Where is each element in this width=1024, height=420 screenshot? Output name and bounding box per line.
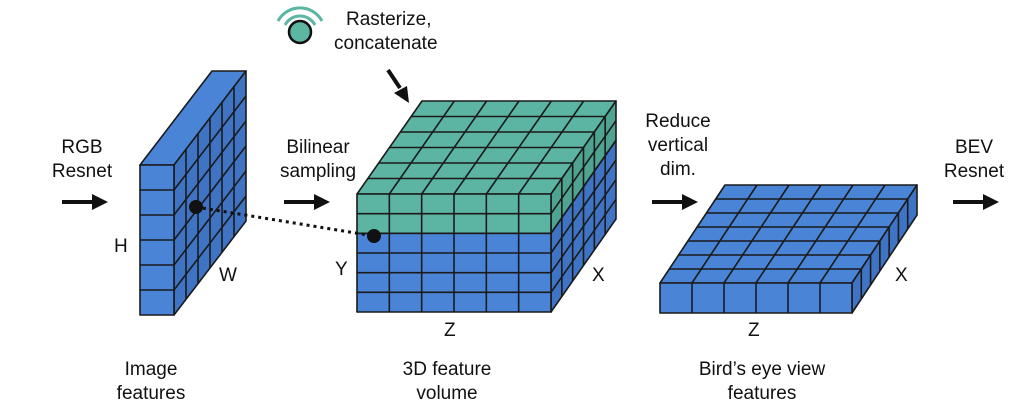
- sample-point-volume: [367, 229, 381, 243]
- bev-grid-line: [755, 184, 822, 284]
- bev-grid-line: [723, 184, 790, 284]
- axis-label-x-bev: X: [895, 265, 908, 286]
- axis-label-z-volume: Z: [444, 320, 456, 341]
- volume-grid-line: [550, 139, 617, 234]
- sampling-line: [189, 200, 381, 243]
- axis-label-h: H: [114, 236, 128, 257]
- bev-grid-line: [787, 184, 854, 284]
- label-rasterize-concatenate: Rasterize,concatenate: [334, 9, 438, 54]
- axis-label-y: Y: [335, 259, 348, 280]
- image-grid-line: [173, 195, 247, 291]
- volume-grid-line: [550, 179, 617, 274]
- arrow-bev-resnet: [953, 194, 999, 210]
- bev-grid-line: [691, 184, 758, 284]
- arrow-reduce: [652, 194, 698, 210]
- image-grid-line: [173, 120, 247, 216]
- image-grid-line: [173, 170, 247, 266]
- feature-volume-cube: [356, 100, 617, 313]
- bev-feature-slab: [659, 184, 918, 314]
- volume-grid-line: [550, 159, 617, 254]
- image-feature-map: [139, 70, 247, 316]
- volume-grid-line: [550, 198, 617, 293]
- image-grid-line: [173, 145, 247, 241]
- arrow-rasterize: [386, 68, 409, 103]
- axis-label-z-bev: Z: [748, 320, 760, 341]
- broadcast-icon: [276, 6, 324, 45]
- image-grid-line: [173, 95, 247, 191]
- sample-point-image: [189, 200, 203, 214]
- axis-label-w: W: [219, 265, 237, 286]
- bev-grid-line: [819, 184, 886, 284]
- arrow-bilinear: [284, 194, 330, 210]
- axis-label-x-volume: X: [592, 265, 605, 286]
- arrow-rgb-resnet: [62, 194, 108, 210]
- volume-grid-line: [550, 120, 617, 215]
